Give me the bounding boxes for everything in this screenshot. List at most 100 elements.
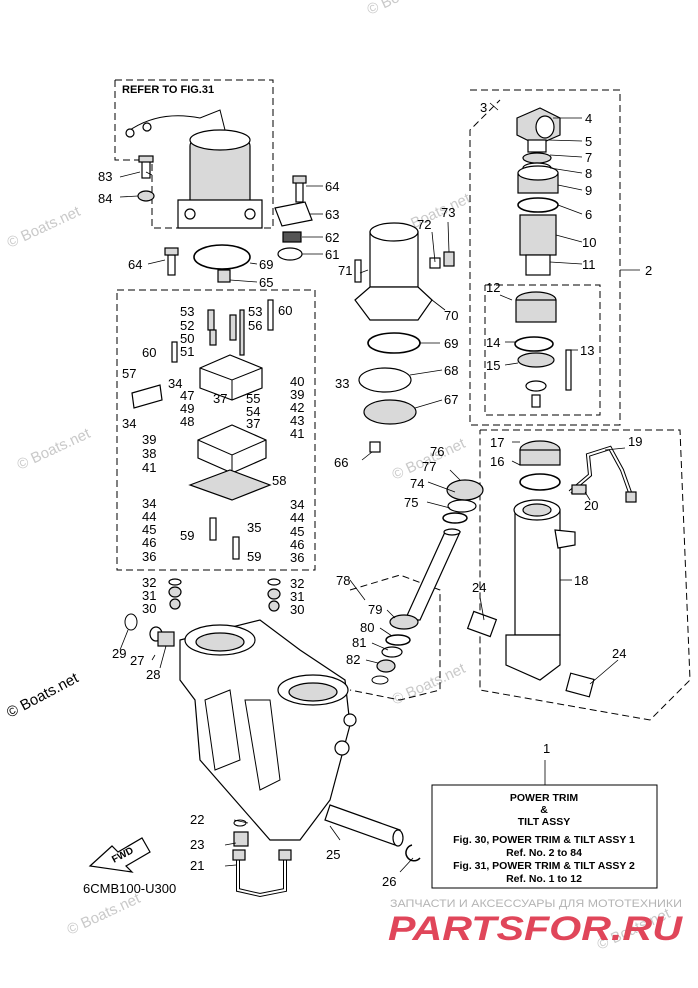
watermark: © Boats.net: [5, 203, 84, 252]
callout-78: 78: [336, 573, 350, 588]
watermark: © Boats.net: [65, 890, 144, 939]
washer-84: [137, 190, 155, 202]
callout-6: 6: [585, 207, 592, 222]
callout-80: 80: [360, 620, 374, 635]
callout-72: 72: [417, 217, 431, 232]
callout-61: 61: [325, 247, 339, 262]
callouts: 83 84 64 63 62 61 64 69 65 33 60 53 53 5…: [98, 100, 652, 889]
callout-24b: 24: [612, 646, 626, 661]
brand-logo: PARTSFOR.RU: [388, 910, 684, 948]
callout-2: 2: [645, 263, 652, 278]
callout-41b: 41: [142, 460, 156, 475]
bolt-59b: [232, 536, 240, 560]
callout-51: 51: [180, 344, 194, 359]
callout-11: 11: [582, 257, 596, 272]
callout-8: 8: [585, 166, 592, 181]
clip-26: [405, 844, 421, 862]
callout-26: 26: [382, 874, 396, 889]
part-65: [217, 269, 231, 283]
callout-27: 27: [130, 653, 144, 668]
callout-64b: 64: [128, 257, 142, 272]
callout-45b: 45: [290, 524, 304, 539]
watermark: © Boats.net: [390, 660, 469, 709]
callout-34b: 34: [122, 416, 136, 431]
plate-58: [188, 469, 272, 501]
refer-to-box: REFER TO FIG.31: [114, 79, 274, 229]
cylinder-18: [505, 499, 576, 681]
callout-58: 58: [272, 473, 286, 488]
o-ring-69-lower: [367, 332, 421, 354]
bolt-59a: [209, 517, 217, 541]
callout-34: 34: [168, 376, 182, 391]
motor-wire: [129, 109, 226, 131]
brand-footer: ЗАПЧАСТИ И АКСЕССУАРЫ ДЛЯ МОТОТЕХНИКИ PA…: [388, 898, 684, 948]
info-title-3: TILT ASSY: [518, 816, 571, 828]
valve-block-lower: [197, 424, 267, 474]
callout-42: 42: [290, 400, 304, 415]
bolt-64-top: [292, 175, 307, 203]
part-66: [369, 441, 381, 453]
callout-56: 56: [248, 318, 262, 333]
callout-30b: 30: [290, 602, 304, 617]
callout-38: 38: [142, 446, 156, 461]
callout-24: 24: [472, 580, 486, 595]
pin-24-right: [565, 672, 595, 698]
callout-79: 79: [368, 602, 382, 617]
brand-tagline: ЗАПЧАСТИ И АКСЕССУАРЫ ДЛЯ МОТОТЕХНИКИ: [390, 898, 682, 910]
info-line-7: Ref. No. 1 to 12: [506, 873, 582, 885]
callout-55: 55: [246, 391, 260, 406]
callout-40: 40: [290, 374, 304, 389]
callout-49: 49: [180, 401, 194, 416]
part-73: [443, 251, 455, 267]
stack-left: [168, 578, 182, 610]
callout-37: 37: [213, 391, 227, 406]
callout-3: 3: [480, 100, 487, 115]
callout-7: 7: [585, 150, 592, 165]
callout-31: 31: [142, 588, 156, 603]
fwd-arrow: FWD: [88, 837, 151, 873]
callout-84: 84: [98, 191, 112, 206]
info-box: POWER TRIM & TILT ASSY Fig. 30, POWER TR…: [431, 784, 658, 889]
callout-59: 59: [180, 528, 194, 543]
watermark-dark: © Boats.net: [4, 669, 82, 721]
info-title-2: &: [540, 804, 548, 816]
callout-20: 20: [584, 498, 598, 513]
callout-10: 10: [582, 235, 596, 250]
callout-68: 68: [444, 363, 458, 378]
callout-75: 75: [404, 495, 418, 510]
callout-14: 14: [486, 335, 500, 350]
ring-22: [233, 819, 247, 827]
filter-62: [282, 231, 302, 243]
callout-46b: 46: [290, 537, 304, 552]
callout-22: 22: [190, 812, 204, 827]
callout-32b: 32: [290, 576, 304, 591]
callout-65: 65: [259, 275, 273, 290]
watermark: © Boats.net: [15, 425, 94, 474]
pin-24-left: [466, 610, 498, 638]
callout-45: 45: [142, 522, 156, 537]
callout-44b: 44: [290, 510, 304, 525]
callout-67: 67: [444, 392, 458, 407]
callout-52: 52: [180, 318, 194, 333]
info-title-1: POWER TRIM: [510, 792, 578, 804]
callout-41: 41: [290, 426, 304, 441]
diagram-code: 6CMB100-U300: [83, 881, 176, 896]
pin-60-left: [171, 341, 178, 363]
callout-76: 76: [430, 444, 444, 459]
callout-35: 35: [247, 520, 261, 535]
info-line-4: Fig. 30, POWER TRIM & TILT ASSY 1: [453, 834, 635, 846]
bolt-83: [138, 155, 154, 179]
callout-74: 74: [410, 476, 424, 491]
callout-83: 83: [98, 169, 112, 184]
callout-57: 57: [122, 366, 136, 381]
callout-21: 21: [190, 858, 204, 873]
fitting-20: [571, 484, 587, 495]
callout-62: 62: [325, 230, 339, 245]
callout-25: 25: [326, 847, 340, 862]
callout-71: 71: [338, 263, 352, 278]
filter-67: [363, 399, 417, 425]
callout-43: 43: [290, 413, 304, 428]
callout-36b: 36: [290, 550, 304, 565]
callout-29: 29: [112, 646, 126, 661]
